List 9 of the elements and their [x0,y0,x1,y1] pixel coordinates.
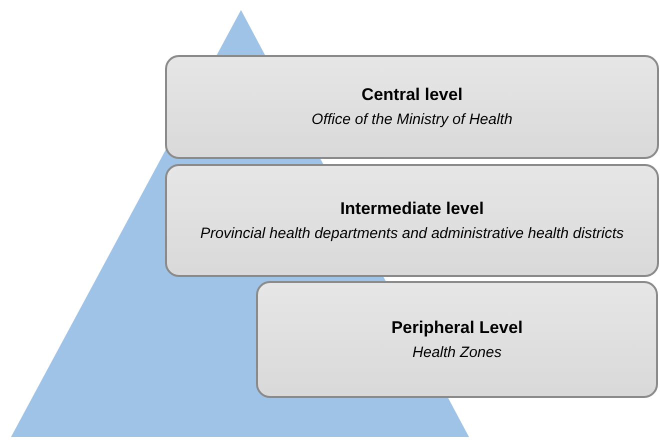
level-description: Health Zones [412,344,502,362]
level-title: Central level [361,85,463,105]
level-title: Peripheral Level [391,318,523,338]
level-description: Office of the Ministry of Health [312,111,512,129]
level-box [165,164,659,277]
level-box [256,281,658,398]
level-description: Provincial health departments and administrative health districts [200,224,624,242]
level-title: Intermediate level [340,198,484,218]
level-box [165,55,659,159]
